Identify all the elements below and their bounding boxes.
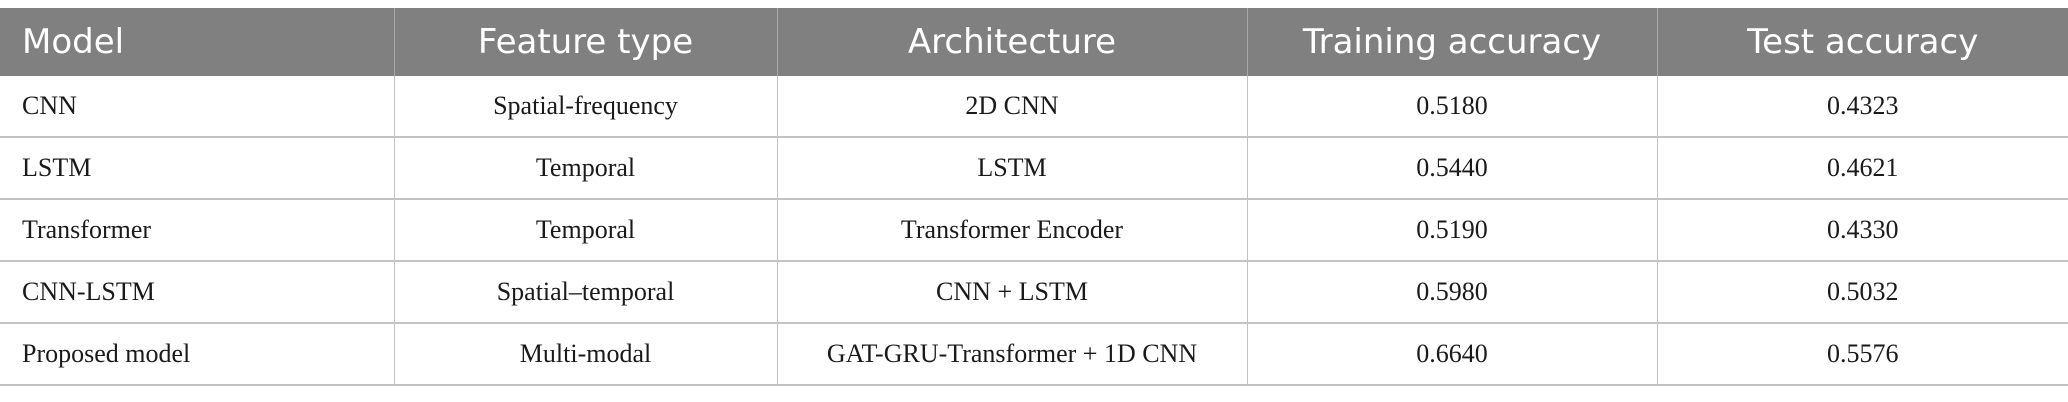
cell-training-accuracy: 0.6640 xyxy=(1247,323,1658,386)
cell-model: LSTM xyxy=(0,137,395,200)
cell-model: Transformer xyxy=(0,199,395,262)
cell-architecture: 2D CNN xyxy=(777,76,1248,138)
cell-test-accuracy: 0.4621 xyxy=(1657,137,2068,200)
cell-training-accuracy: 0.5980 xyxy=(1247,261,1658,324)
table-row: Transformer Temporal Transformer Encoder… xyxy=(0,199,2068,262)
cell-architecture: GAT-GRU-Transformer + 1D CNN xyxy=(777,323,1248,386)
header-row: Model Feature type Architecture Training… xyxy=(0,8,2068,76)
cell-model: CNN-LSTM xyxy=(0,261,395,324)
cell-training-accuracy: 0.5190 xyxy=(1247,199,1658,262)
header-feature-type: Feature type xyxy=(394,8,778,76)
cell-model: CNN xyxy=(0,76,395,138)
cell-feature-type: Temporal xyxy=(394,137,778,200)
cell-architecture: Transformer Encoder xyxy=(777,199,1248,262)
cell-test-accuracy: 0.5576 xyxy=(1657,323,2068,386)
header-architecture: Architecture xyxy=(777,8,1248,76)
table-row: CNN Spatial-frequency 2D CNN 0.5180 0.43… xyxy=(0,76,2068,138)
table-body: CNN Spatial-frequency 2D CNN 0.5180 0.43… xyxy=(0,76,2068,386)
header-training-accuracy: Training accuracy xyxy=(1247,8,1658,76)
cell-feature-type: Multi-modal xyxy=(394,323,778,386)
cell-model: Proposed model xyxy=(0,323,395,386)
table-row: CNN-LSTM Spatial–temporal CNN + LSTM 0.5… xyxy=(0,261,2068,324)
header-test-accuracy: Test accuracy xyxy=(1657,8,2068,76)
table-row: Proposed model Multi-modal GAT-GRU-Trans… xyxy=(0,323,2068,386)
cell-test-accuracy: 0.4330 xyxy=(1657,199,2068,262)
cell-test-accuracy: 0.5032 xyxy=(1657,261,2068,324)
table-header: Model Feature type Architecture Training… xyxy=(0,8,2068,76)
cell-architecture: LSTM xyxy=(777,137,1248,200)
cell-feature-type: Spatial-frequency xyxy=(394,76,778,138)
cell-training-accuracy: 0.5180 xyxy=(1247,76,1658,138)
cell-feature-type: Spatial–temporal xyxy=(394,261,778,324)
table-row: LSTM Temporal LSTM 0.5440 0.4621 xyxy=(0,137,2068,200)
cell-test-accuracy: 0.4323 xyxy=(1657,76,2068,138)
header-model: Model xyxy=(0,8,395,76)
results-table: Model Feature type Architecture Training… xyxy=(0,8,2068,386)
cell-feature-type: Temporal xyxy=(394,199,778,262)
cell-training-accuracy: 0.5440 xyxy=(1247,137,1658,200)
cell-architecture: CNN + LSTM xyxy=(777,261,1248,324)
